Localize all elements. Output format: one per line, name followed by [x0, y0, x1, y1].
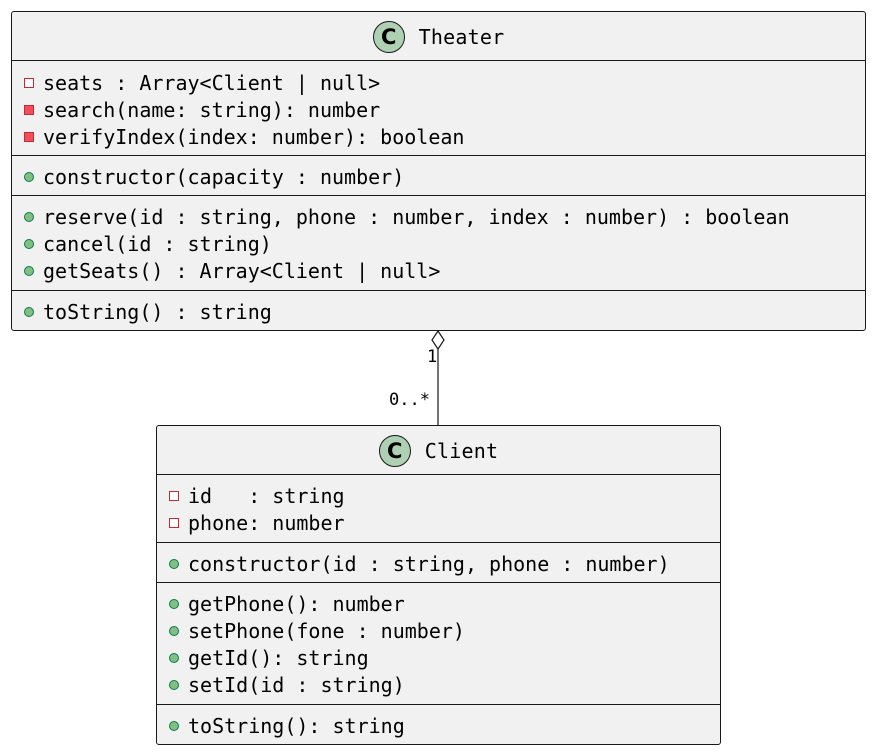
- member-row: getSeats() : Array<Client | null>: [24, 258, 440, 284]
- divider: [12, 155, 865, 156]
- member-row: search(name: string): number: [24, 97, 380, 123]
- public-method-icon: [24, 212, 34, 222]
- member-text: cancel(id : string): [43, 232, 272, 256]
- class-theater[interactable]: C Theater seats : Array<Client | null> s…: [11, 11, 866, 331]
- member-row: verifyIndex(index: number): boolean: [24, 124, 464, 150]
- class-client[interactable]: C Client id : string phone: number const…: [156, 425, 721, 745]
- class-name: Client: [424, 438, 499, 463]
- member-row: cancel(id : string): [24, 231, 272, 257]
- class-c-icon: C: [378, 434, 411, 467]
- divider: [157, 704, 720, 705]
- member-row: setPhone(fone : number): [169, 618, 465, 644]
- public-method-icon: [169, 721, 179, 731]
- private-field-icon: [24, 78, 34, 88]
- member-text: getSeats() : Array<Client | null>: [43, 259, 441, 283]
- multiplicity-client: 0..*: [389, 390, 430, 410]
- public-method-icon: [169, 680, 179, 690]
- member-text: toString(): string: [188, 714, 405, 738]
- class-name: Theater: [418, 24, 505, 49]
- member-text: setPhone(fone : number): [188, 619, 465, 643]
- public-method-icon: [24, 266, 34, 276]
- member-row: reserve(id : string, phone : number, ind…: [24, 204, 790, 230]
- member-text: search(name: string): number: [43, 98, 381, 122]
- class-header: C Client: [157, 426, 720, 475]
- private-method-icon: [24, 105, 34, 115]
- private-field-icon: [169, 491, 179, 501]
- member-text: seats : Array<Client | null>: [43, 71, 381, 95]
- member-text: toString() : string: [43, 300, 272, 324]
- member-row: constructor(id : string, phone : number): [169, 551, 670, 577]
- public-method-icon: [169, 559, 179, 569]
- member-text: id : string: [188, 484, 345, 508]
- divider: [157, 542, 720, 543]
- member-row: getPhone(): number: [169, 591, 405, 617]
- private-field-icon: [169, 518, 179, 528]
- member-row: toString(): string: [169, 713, 405, 739]
- member-text: getPhone(): number: [188, 592, 405, 616]
- member-row: getId(): string: [169, 645, 369, 671]
- private-method-icon: [24, 132, 34, 142]
- public-method-icon: [169, 653, 179, 663]
- member-text: getId(): string: [188, 646, 369, 670]
- member-row: phone: number: [169, 510, 345, 536]
- multiplicity-theater: 1: [427, 347, 438, 367]
- divider: [12, 60, 865, 61]
- member-row: seats : Array<Client | null>: [24, 70, 380, 96]
- public-method-icon: [169, 626, 179, 636]
- public-method-icon: [24, 239, 34, 249]
- member-text: setId(id : string): [188, 673, 405, 697]
- divider: [157, 474, 720, 475]
- member-text: constructor(id : string, phone : number): [188, 552, 670, 576]
- member-row: id : string: [169, 483, 345, 509]
- member-row: toString() : string: [24, 299, 272, 325]
- aggregation-diamond-icon: [431, 329, 445, 351]
- divider: [157, 582, 720, 583]
- member-text: reserve(id : string, phone : number, ind…: [43, 205, 790, 229]
- member-row: constructor(capacity : number): [24, 164, 404, 190]
- public-method-icon: [24, 172, 34, 182]
- public-method-icon: [24, 307, 34, 317]
- class-header: C Theater: [12, 12, 865, 61]
- member-text: constructor(capacity : number): [43, 165, 405, 189]
- divider: [12, 290, 865, 291]
- member-row: setId(id : string): [169, 672, 405, 698]
- divider: [12, 195, 865, 196]
- public-method-icon: [169, 599, 179, 609]
- class-c-icon: C: [372, 20, 405, 53]
- member-text: phone: number: [188, 511, 345, 535]
- member-text: verifyIndex(index: number): boolean: [43, 125, 465, 149]
